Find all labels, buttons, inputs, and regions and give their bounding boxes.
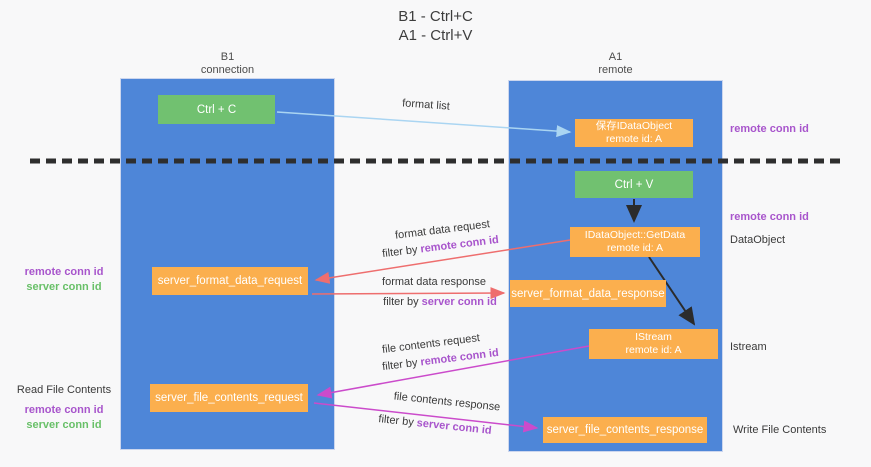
filter-by-text: filter by — [383, 296, 419, 308]
file-contents-response-label: file contents response — [393, 390, 501, 414]
diagram-title: B1 - Ctrl+C A1 - Ctrl+V — [0, 7, 871, 45]
saved-idataobject-line2: remote id: A — [605, 133, 663, 145]
saved-idataobject-node: 保存IDataObject remote id: A — [575, 119, 693, 147]
filter-by-text: filter by — [381, 356, 419, 374]
server-file-contents-request-node: server_file_contents_request — [150, 384, 308, 412]
format-list-label: format list — [401, 97, 451, 113]
lane-a1-sub: remote — [598, 64, 633, 76]
istream-line1: IStream — [635, 331, 672, 343]
idataobject-getdata-line1: IDataObject::GetData — [584, 229, 686, 241]
format-data-response-arrow — [311, 287, 506, 300]
server-format-data-response-label: server_format_data_response — [511, 287, 665, 300]
istream-line2: remote id: A — [625, 344, 682, 356]
ctrl-v-label: Ctrl + V — [614, 178, 654, 191]
title-line-2: A1 - Ctrl+V — [398, 27, 473, 44]
lane-header-a1: A1 remote — [508, 51, 723, 77]
filter-by-text: filter by — [381, 243, 419, 261]
remote-conn-id-side-label-1: remote conn id — [730, 123, 809, 135]
server-file-contents-response-label: server_file_contents_response — [546, 424, 704, 436]
write-file-contents-label: Write File Contents — [733, 424, 827, 436]
lane-b1-sub: connection — [200, 64, 255, 76]
server-conn-id-left-label-1: server conn id — [26, 281, 102, 293]
remote-conn-id-text: remote conn id — [419, 346, 500, 369]
left-labels-bottom: Read File Contents remote conn id server… — [10, 383, 118, 433]
server-format-data-response-node: server_format_data_response — [510, 280, 666, 307]
ctrl-v-node: Ctrl + V — [575, 171, 693, 198]
server-conn-id-text: server conn id — [421, 296, 497, 308]
filter-by-text: filter by — [377, 413, 415, 429]
server-conn-id-left-label-2: server conn id — [26, 419, 102, 431]
istream-node: IStream remote id: A — [589, 329, 718, 359]
server-format-data-request-node: server_format_data_request — [152, 267, 308, 295]
remote-conn-id-left-label-2: remote conn id — [24, 404, 104, 416]
idataobject-getdata-node: IDataObject::GetData remote id: A — [570, 227, 700, 257]
istream-side-label: Istream — [730, 341, 767, 353]
remote-conn-id-left-label-1: remote conn id — [24, 266, 104, 278]
idataobject-getdata-line2: remote id: A — [606, 242, 664, 254]
saved-idataobject-line1: 保存IDataObject — [595, 120, 673, 132]
server-conn-id-text: server conn id — [416, 417, 493, 437]
ctrl-c-label: Ctrl + C — [196, 103, 237, 116]
left-conn-id-labels-top: remote conn id server conn id — [14, 265, 114, 295]
server-format-data-request-label: server_format_data_request — [157, 275, 303, 287]
ctrl-c-node: Ctrl + C — [158, 95, 275, 124]
lane-header-b1: B1 connection — [120, 51, 335, 77]
read-file-contents-label: Read File Contents — [16, 384, 112, 396]
remote-conn-id-side-label-2: remote conn id — [730, 211, 809, 223]
server-file-contents-request-label: server_file_contents_request — [155, 392, 303, 404]
format-data-response-label: format data response — [382, 276, 486, 288]
lane-a1-name: A1 — [608, 51, 623, 63]
dataobject-side-label: DataObject — [730, 234, 786, 246]
lane-b1-name: B1 — [220, 51, 235, 63]
title-line-1: B1 - Ctrl+C — [398, 8, 473, 25]
server-file-contents-response-node: server_file_contents_response — [543, 417, 707, 443]
